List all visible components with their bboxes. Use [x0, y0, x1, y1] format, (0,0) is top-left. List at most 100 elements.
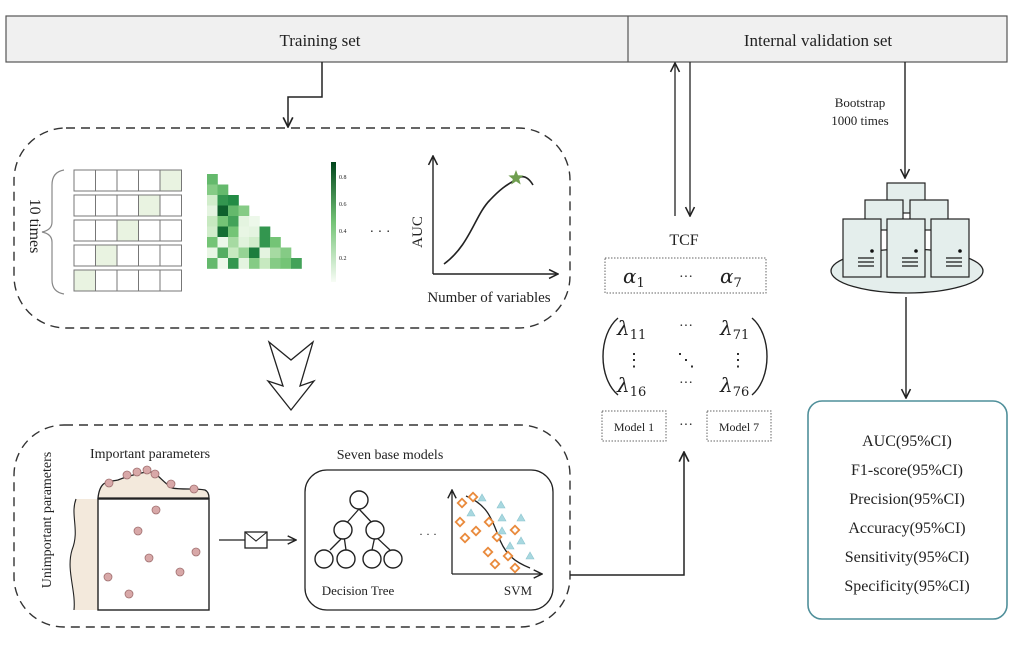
training-fold-cell — [116, 169, 139, 192]
svm-class-b-point — [505, 541, 515, 550]
heatmap-cell — [217, 258, 229, 269]
seven-base-models-label: Seven base models — [337, 448, 444, 463]
arrow-models-to-tcf — [570, 452, 684, 576]
svm-class-a-point — [489, 558, 501, 570]
heatmap-cell — [259, 226, 271, 238]
svm-class-b-point — [516, 513, 526, 522]
heatmap-cell — [249, 216, 260, 227]
heatmap-cell — [238, 216, 250, 227]
alpha-dots: ··· — [679, 270, 693, 285]
internal-validation-set-label: Internal validation set — [744, 31, 893, 50]
heatmap-cell — [228, 237, 239, 248]
training-fold-cell — [73, 244, 96, 267]
cross-validation-grid — [73, 169, 182, 292]
colorbar-gradient — [331, 162, 336, 282]
parameter-point — [166, 479, 176, 489]
lambda-16: λ16 — [616, 373, 646, 400]
training-fold-cell — [138, 244, 161, 267]
heatmap-cell — [259, 237, 271, 248]
heatmap-cell — [238, 247, 250, 259]
parameter-importance-plot — [69, 465, 210, 611]
matrix-vdots: ⋮ — [625, 350, 643, 370]
validation-fold-cell — [159, 169, 182, 192]
down-arrow-icon — [266, 340, 316, 412]
training-fold-cell — [95, 269, 118, 292]
lambda-matrix: λ11 ··· λ71 ⋮ ⋱ ⋮ λ16 ··· λ76 — [602, 316, 768, 400]
heatmap-cell — [228, 247, 239, 259]
models-dots: ··· — [679, 418, 693, 433]
envelope-flap — [244, 531, 268, 542]
training-fold-cell — [138, 169, 161, 192]
svm-points — [454, 491, 535, 574]
x-axis-label: Number of variables — [427, 290, 550, 306]
heatmap-cell — [280, 247, 292, 259]
decision-tree-icon — [314, 490, 403, 569]
colorbar-tick: 0.6 — [339, 202, 347, 208]
heatmap-cell — [207, 174, 218, 185]
lambda-11: λ11 — [616, 316, 646, 343]
svm-class-a-point — [459, 532, 471, 544]
alpha-first: α1 — [623, 264, 645, 291]
heatmap-colorbar: 0.8 0.6 0.4 0.2 — [331, 162, 347, 282]
unimportant-parameters-label: Unimportant parameters — [40, 452, 55, 588]
cv-fold-row — [73, 169, 182, 192]
feature-selection-box — [13, 127, 571, 329]
parameter-point — [124, 589, 134, 599]
training-fold-cell — [116, 244, 139, 267]
data-transfer-arrow — [219, 531, 296, 549]
heatmap-cell — [270, 258, 281, 269]
colorbar-tick: 0.8 — [339, 175, 347, 181]
bootstrap-times-label: 1000 times — [831, 113, 888, 128]
parameter-point — [122, 470, 132, 480]
parameter-point — [104, 478, 114, 488]
heatmap-cell — [217, 216, 229, 227]
heatmap-cell — [228, 216, 239, 227]
colorbar-tick: 0.2 — [339, 256, 347, 262]
importance-distribution-side — [70, 499, 98, 610]
heatmap-cell — [270, 237, 281, 248]
cv-fold-row — [73, 194, 182, 217]
header-background — [5, 15, 1008, 63]
heatmap-cell — [207, 226, 218, 238]
heatmap-cell — [238, 237, 250, 248]
svm-plot — [452, 490, 542, 574]
metric-item: Precision(95%CI) — [849, 491, 965, 508]
matrix-hdots: ··· — [679, 376, 693, 391]
heatmap-cell — [259, 247, 271, 259]
heatmap-cell — [291, 258, 302, 269]
heatmap-cell — [217, 205, 229, 217]
training-fold-cell — [116, 269, 139, 292]
heatmap-cell — [217, 184, 229, 196]
model-7-box — [706, 410, 772, 442]
heatmap-cell — [217, 226, 229, 238]
svm-class-b-point — [497, 513, 507, 522]
alpha-weights-box — [604, 257, 767, 294]
heatmap-cell — [217, 247, 229, 259]
metric-item: F1-score(95%CI) — [851, 462, 963, 479]
heatmap-cell — [207, 237, 218, 248]
parameter-point — [142, 465, 152, 475]
svm-class-b-point — [525, 551, 535, 560]
server-unit-icon — [842, 218, 882, 278]
heatmap-cell — [207, 184, 218, 196]
heatmap-cell — [249, 247, 260, 259]
heatmap-cell — [207, 247, 218, 259]
parameter-point — [189, 484, 199, 494]
svm-class-b-point — [477, 493, 487, 502]
training-fold-cell — [73, 219, 96, 242]
validation-fold-cell — [73, 269, 96, 292]
tcf-title: TCF — [669, 232, 698, 249]
metric-item: Accuracy(95%CI) — [848, 520, 965, 537]
ellipsis: · · · — [370, 225, 391, 240]
metric-item: Specificity(95%CI) — [844, 578, 969, 595]
svm-class-b-point — [497, 526, 507, 535]
svm-class-a-point — [482, 546, 494, 558]
cv-fold-row — [73, 244, 182, 267]
training-fold-cell — [159, 219, 182, 242]
training-fold-cell — [116, 194, 139, 217]
svm-class-a-point — [491, 531, 503, 543]
validation-fold-cell — [116, 219, 139, 242]
parameter-point — [144, 553, 154, 563]
model-building-box — [13, 424, 571, 628]
